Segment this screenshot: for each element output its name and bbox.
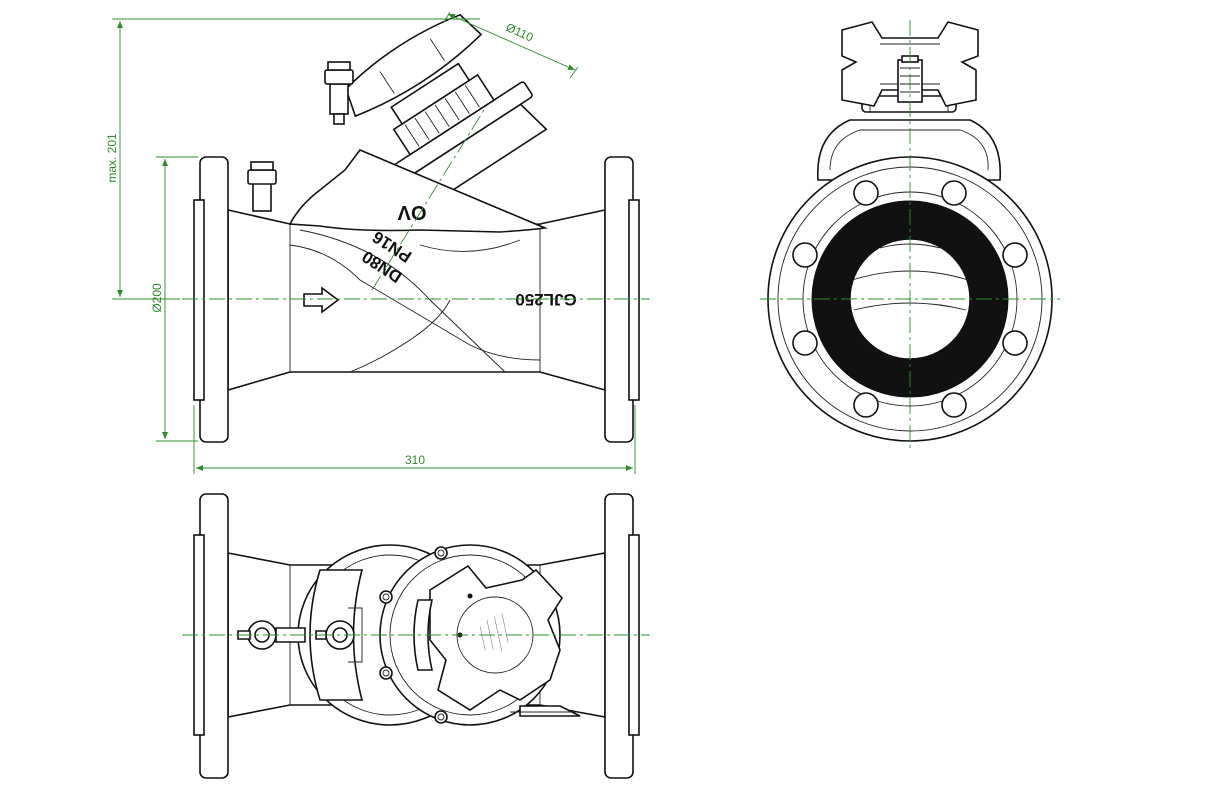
valve-body-shoulder [288,149,549,233]
top-view: —————— ——————— —————— ————— [182,493,650,779]
top-handwheel[interactable] [429,564,564,711]
test-point-lower[interactable] [247,161,277,212]
front-view: OV DN80 PN16 GJL250 [182,13,650,443]
bolt-holes [792,180,1028,418]
top-bonnet-bolts [379,546,448,724]
valve-type-marking: OV [397,201,427,223]
svg-text:—————: ————— [477,625,488,651]
max-height-dimension: max. 201 [105,133,119,183]
side-view [760,20,1060,450]
material-marking: GJL250 [515,290,576,309]
front-dimensions: max. 201 Ø200 310 Ø110 [105,11,636,474]
flange-diameter-dimension: Ø200 [150,283,164,313]
face-to-face-dimension: 310 [405,453,425,467]
stem-axis-centerline [371,109,485,291]
test-point-upper[interactable] [324,61,354,125]
flow-direction-icon [303,286,340,314]
